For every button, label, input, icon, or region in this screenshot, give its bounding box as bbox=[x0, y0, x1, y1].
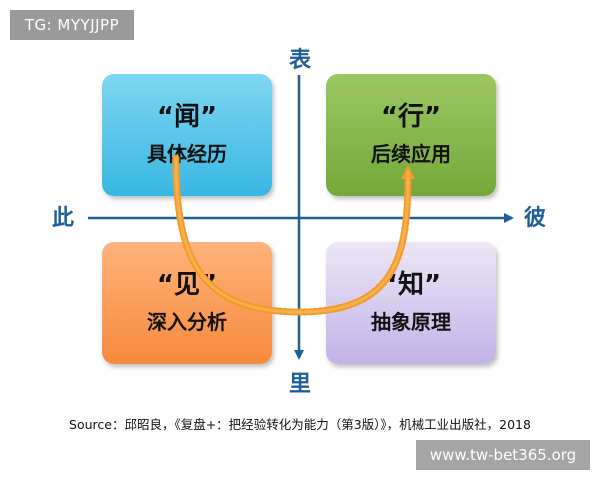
quadrant-subtitle: 具体经历 bbox=[147, 142, 227, 166]
source-citation: Source：邱昭良，《复盘+：把经验转化为能力（第3版）》，机械工业出版社，2… bbox=[69, 417, 531, 432]
quadrant-quote: “闻” bbox=[156, 102, 218, 132]
axis-label-left: 此 bbox=[51, 206, 74, 231]
quadrant-subtitle: 后续应用 bbox=[371, 142, 451, 166]
quadrant-subtitle: 抽象原理 bbox=[371, 310, 451, 334]
axis-label-top: 表 bbox=[288, 48, 311, 73]
learning-cycle-arc bbox=[172, 154, 415, 316]
axis-label-bottom: 里 bbox=[288, 372, 311, 397]
learning-cycle-arc-core bbox=[174, 156, 410, 314]
axis-label-right: 彼 bbox=[523, 206, 546, 231]
watermark-bottom-right: www.tw-bet365.org bbox=[416, 440, 590, 470]
quadrant-subtitle: 深入分析 bbox=[147, 310, 227, 334]
quadrant-top-left-concrete-experience: “闻” 具体经历 bbox=[102, 74, 272, 196]
quadrant-quote: “行” bbox=[380, 102, 442, 132]
watermark-top-left: TG: MYYJJPP bbox=[10, 10, 134, 40]
